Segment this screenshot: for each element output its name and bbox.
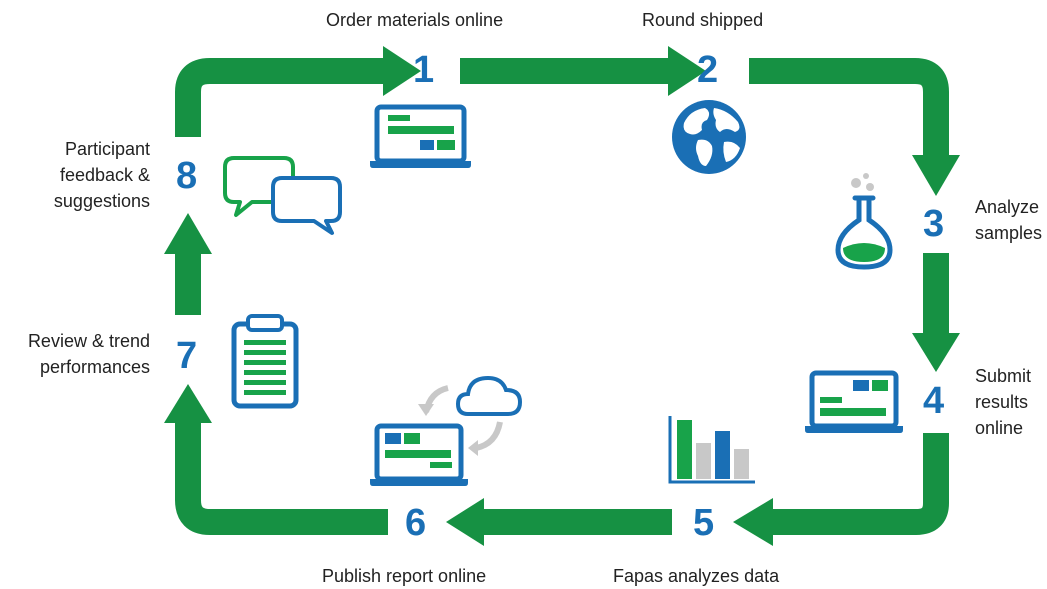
arrow-2-to-3	[749, 58, 960, 196]
step-label-3: Analyze samples	[975, 194, 1042, 246]
arrow-4-to-5	[733, 433, 949, 546]
step-label-4-line-1: Submit	[975, 366, 1032, 386]
step-label-7: Review & trend performances	[28, 328, 150, 380]
step-label-7-line-2: performances	[39, 357, 150, 377]
step-label-8: Participant feedback & suggestions	[54, 136, 150, 214]
step-label-1: Order materials online	[326, 10, 504, 30]
globe-icon	[672, 100, 746, 174]
speech-bubbles-icon	[223, 156, 342, 235]
step-number-5: 5	[693, 502, 715, 544]
step-label-5: Fapas analyzes data	[613, 566, 780, 586]
arrow-1-to-2	[460, 46, 706, 96]
clipboard-icon	[231, 314, 299, 409]
laptop-icon	[370, 104, 471, 168]
step-label-2: Round shipped	[642, 10, 764, 30]
step-label-3-line-2: samples	[975, 223, 1043, 243]
arrow-3-to-4	[912, 253, 960, 372]
step-number-8: 8	[176, 155, 198, 197]
step-number-1: 1	[413, 49, 435, 91]
arrow-8-to-1	[175, 46, 421, 137]
arrow-7-to-8	[164, 213, 212, 315]
step-label-4-line-2: results	[975, 392, 1029, 412]
step-label-3-line-1: Analyze	[975, 197, 1040, 217]
step-number-7: 7	[176, 335, 198, 377]
arrow-5-to-6	[446, 498, 672, 546]
step-label-8-line-2: feedback &	[59, 165, 150, 185]
step-label-7-line-1: Review & trend	[27, 331, 150, 351]
step-label-6: Publish report online	[322, 566, 487, 586]
step-label-8-line-1: Participant	[64, 139, 150, 159]
arrow-6-to-7	[164, 384, 388, 535]
step-number-6: 6	[405, 502, 427, 544]
step-number-3: 3	[923, 203, 945, 245]
step-label-4: Submit results online	[975, 363, 1031, 441]
step-number-4: 4	[923, 380, 945, 422]
flask-icon	[835, 173, 893, 270]
step-number-2: 2	[697, 49, 719, 91]
bar-chart-icon	[668, 416, 755, 484]
laptop-icon	[805, 370, 903, 433]
step-label-8-line-3: suggestions	[53, 191, 150, 211]
laptop-cloud-sync-icon	[370, 375, 523, 486]
step-label-4-line-3: online	[975, 418, 1024, 438]
